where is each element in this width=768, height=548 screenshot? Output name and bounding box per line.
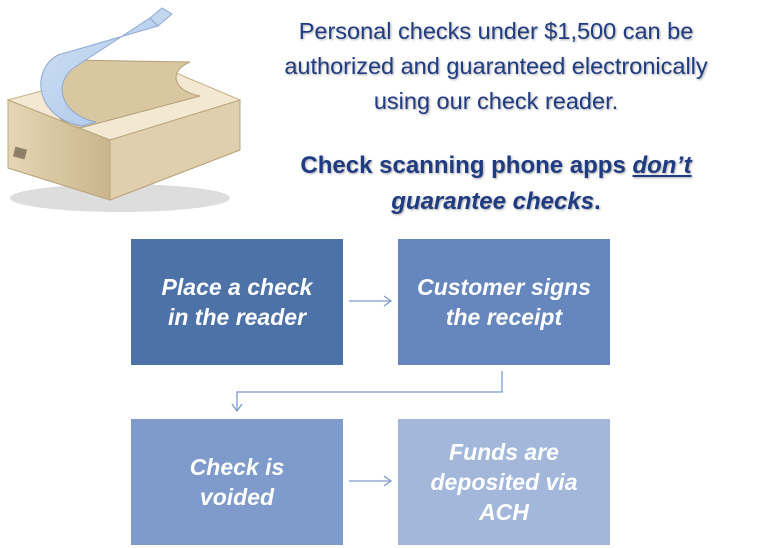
headline: Personal checks under $1,500 can be auth…	[258, 14, 734, 119]
subline-emphasis: don’t	[632, 152, 692, 179]
step-label: Funds are	[449, 439, 559, 465]
step-funds-deposited: Funds are deposited via ACH	[398, 419, 610, 545]
subline-text: Check scanning phone apps	[300, 152, 633, 179]
headline-line: authorized and guaranteed electronically	[284, 53, 708, 79]
step-label: in the reader	[167, 304, 307, 330]
step-label: voided	[199, 484, 275, 510]
arrowhead-icon	[383, 295, 393, 307]
arrowhead-icon	[383, 475, 393, 487]
subline-line-2: guarantee checks.	[258, 184, 734, 220]
headline-line: using our check reader.	[373, 88, 619, 114]
elbow-connector	[236, 371, 503, 410]
subline: Check scanning phone apps don’t guarante…	[258, 148, 734, 220]
headline-line: Personal checks under $1,500 can be	[298, 18, 694, 44]
arrowhead-icon	[231, 403, 243, 413]
step-label: Place a check	[161, 274, 313, 300]
step-customer-signs: Customer signs the receipt	[398, 239, 610, 365]
step-label: Check is	[189, 454, 285, 480]
step-check-voided: Check is voided	[131, 419, 343, 545]
subline-period: .	[594, 188, 601, 215]
step-place-check: Place a check in the reader	[131, 239, 343, 365]
subline-line-1: Check scanning phone apps don’t	[258, 148, 734, 184]
step-label: Customer signs	[417, 274, 591, 300]
step-label: deposited via	[430, 469, 578, 495]
step-label: the receipt	[445, 304, 563, 330]
check-reader-image	[6, 7, 242, 212]
subline-text-italic: guarantee checks	[391, 188, 595, 215]
step-label: ACH	[479, 499, 529, 525]
